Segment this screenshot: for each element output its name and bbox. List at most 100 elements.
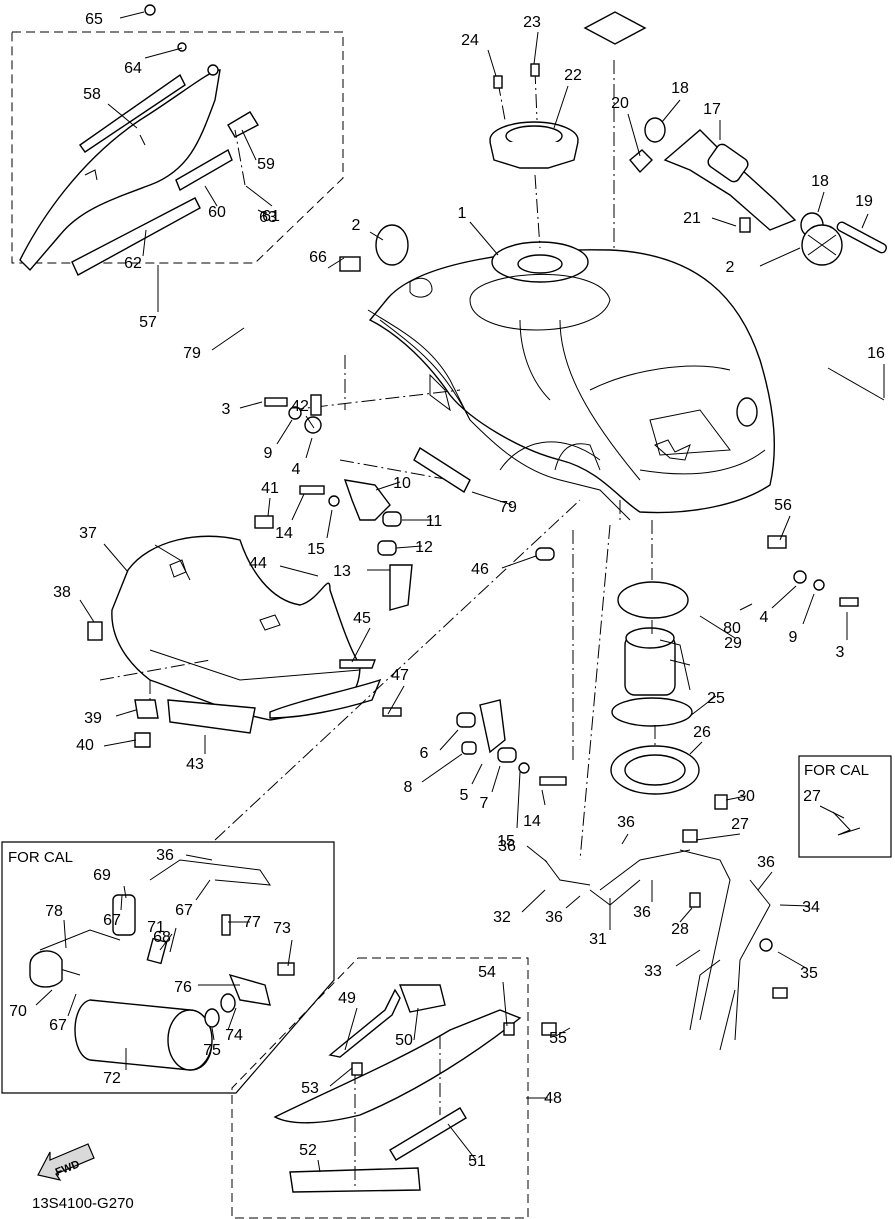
leader-line-15	[326, 509, 333, 539]
part-number-label: 21	[683, 210, 701, 227]
part-number-label: 19	[855, 193, 873, 210]
part-number-label: 24	[461, 32, 479, 49]
part-number-label: 61	[262, 208, 280, 225]
part-number-label: 31	[589, 931, 607, 948]
leader-line-73	[287, 939, 293, 967]
part-number-label: 11	[426, 513, 443, 530]
leader-line-36	[565, 895, 581, 909]
leader-line-67	[120, 894, 123, 911]
part-number-label: 20	[611, 95, 629, 112]
part-number-label: 66	[309, 249, 327, 266]
part-number-label: 25	[707, 690, 725, 707]
part-number-label: 37	[79, 525, 97, 542]
leader-line-36	[621, 833, 629, 845]
front-cowl	[111, 535, 382, 721]
part-number-label: 41	[261, 480, 279, 497]
part-number-label: 33	[644, 963, 662, 980]
leader-line-20	[627, 113, 641, 157]
leader-line-38	[79, 599, 95, 623]
part-number-label: 62	[124, 255, 142, 272]
leader-line-36	[526, 845, 548, 863]
leader-line-45	[351, 627, 371, 663]
part-number-label: 4	[760, 609, 769, 626]
leader-line-51	[447, 1123, 477, 1161]
part-number-label: 68	[153, 929, 171, 946]
part-number-label: 27	[803, 788, 821, 805]
part-number-label: 50	[395, 1032, 413, 1049]
pump-plate	[610, 745, 700, 795]
leader-line-60	[204, 185, 218, 207]
leader-line-27	[695, 833, 741, 841]
leader-line-6	[439, 729, 459, 751]
part-number-label: 43	[186, 756, 204, 773]
part-number-label: 6	[420, 745, 429, 762]
part-number-label: 3	[836, 644, 845, 661]
fuel-pump	[611, 627, 693, 727]
leader-line-3	[239, 401, 263, 409]
label-leaders	[35, 11, 885, 1173]
fuel-tank	[367, 241, 775, 521]
part-number-label: 35	[800, 965, 818, 982]
leader-line-32	[521, 889, 546, 913]
leader-line-49	[344, 1007, 358, 1051]
diagram-code: 13S4100-G270	[32, 1195, 134, 1212]
leader-line-54	[502, 981, 508, 1027]
part-number-label: 52	[299, 1142, 317, 1159]
part-number-label: 13	[333, 563, 351, 580]
gasket	[617, 581, 689, 619]
part-number-label: 72	[103, 1070, 121, 1087]
leader-line-64	[144, 47, 183, 59]
leader-line-68	[169, 927, 177, 953]
canister-bracket	[629, 117, 824, 238]
part-number-label: 70	[9, 1003, 27, 1020]
part-number-label: 8	[404, 779, 413, 796]
part-number-label: 36	[757, 854, 775, 871]
hose-routing	[544, 849, 771, 1051]
edge-pad	[167, 699, 256, 734]
leader-line-34	[779, 904, 811, 907]
leader-line-18	[817, 191, 825, 213]
part-number-label: 79	[183, 345, 201, 362]
part-number-label: 48	[544, 1090, 562, 1107]
leader-line-70	[35, 989, 53, 1006]
part-number-label: 60	[208, 204, 226, 221]
hardware	[87, 4, 861, 1076]
part-number-label: 36	[498, 838, 516, 855]
leader-line-79	[471, 491, 513, 506]
leader-line-46	[501, 555, 537, 569]
part-number-label: 34	[802, 899, 820, 916]
seat-cowl-group-box	[11, 31, 344, 264]
part-number-label: 36	[617, 814, 635, 831]
leader-line-65	[119, 11, 145, 19]
part-number-label: 36	[545, 909, 563, 926]
part-number-label: 56	[774, 497, 792, 514]
hose	[836, 221, 888, 254]
part-number-label: 53	[301, 1080, 319, 1097]
part-number-label: 67	[175, 902, 193, 919]
part-number-label: 12	[415, 539, 433, 556]
leader-line-62	[142, 229, 147, 257]
o-ring	[375, 224, 409, 266]
part-number-label: 42	[291, 398, 309, 415]
part-number-label: 74	[225, 1027, 243, 1044]
leader-line-23	[533, 31, 539, 65]
part-number-label: 57	[139, 314, 157, 331]
leader-line-33	[675, 949, 701, 967]
part-number-label: 73	[273, 920, 291, 937]
part-number-label: 67	[103, 912, 121, 929]
leader-line-28	[679, 907, 693, 923]
fuel-cap	[489, 121, 579, 169]
part-number-label: 77	[243, 914, 261, 931]
part-number-label: 30	[737, 788, 755, 805]
part-number-label: 64	[124, 60, 142, 77]
part-number-label: 38	[53, 584, 71, 601]
leader-line-21	[711, 217, 737, 227]
leader-line-18	[661, 99, 681, 123]
part-number-label: 80	[723, 620, 741, 637]
part-number-label: 40	[76, 737, 94, 754]
leader-line-66	[327, 257, 345, 269]
leader-line-59	[241, 129, 257, 161]
part-number-label: 4	[292, 461, 301, 478]
part-number-label: 67	[49, 1017, 67, 1034]
